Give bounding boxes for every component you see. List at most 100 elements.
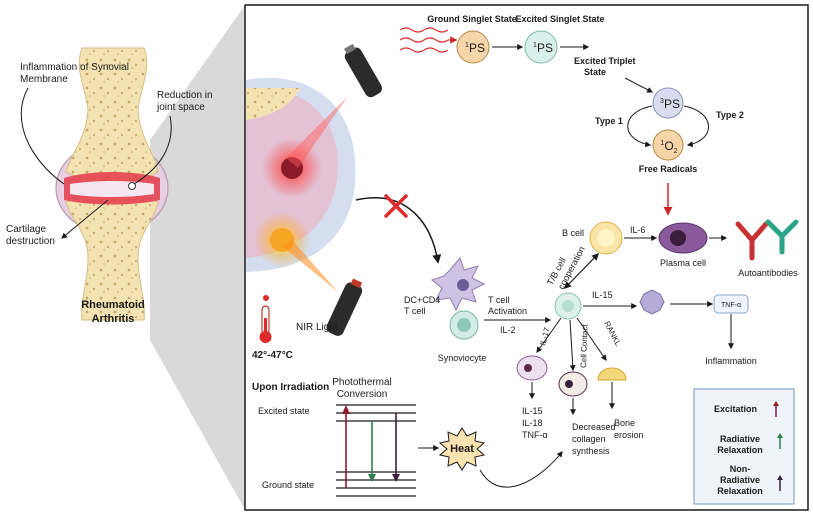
- inflammation-label-line2: Membrane: [20, 74, 68, 85]
- upon-irradiation-label: Upon Irradiation: [252, 382, 329, 393]
- closeup-bone: [246, 88, 300, 120]
- macrophage: [639, 289, 665, 315]
- bone-line2: erosion: [614, 430, 644, 440]
- disease-title-line2: Arthritis: [92, 313, 135, 325]
- legend-nonradiative-line1: Non-: [730, 464, 751, 474]
- legend-radiative-line1: Radiative: [720, 434, 760, 444]
- cartilage-label-line2: destruction: [6, 236, 55, 247]
- inflammation-pointer: [20, 87, 65, 185]
- dendritic-cell: [430, 256, 486, 312]
- inflammation-label: Inflammation: [705, 356, 757, 366]
- ground-state-label: Ground state: [262, 480, 314, 490]
- bone-line1: Bone: [614, 418, 635, 428]
- cartilage-label-line1: Cartilage: [6, 224, 46, 235]
- inflammation-label-line1: Inflammation of Synovial: [20, 62, 129, 73]
- energy-levels: [336, 404, 416, 497]
- singlet-oxygen-text: 1O2: [660, 139, 677, 155]
- dc-cd4-line2: T cell: [404, 306, 425, 316]
- nir-laser-device: [326, 278, 363, 336]
- cytokine-2: IL-18: [522, 418, 543, 428]
- cartilage-pointer: [61, 199, 109, 239]
- osteoclast-cell: [597, 367, 627, 381]
- type2-arrow: [683, 105, 709, 148]
- excited-triplet-line2: State: [584, 67, 606, 77]
- pdt-nanoparticle: [281, 157, 303, 179]
- cytokine-1: IL-15: [522, 406, 543, 416]
- il2-label: IL-2: [500, 325, 516, 335]
- type2-label: Type 2: [716, 110, 744, 120]
- collagen-line1: Decreased: [572, 422, 616, 432]
- joint-labels: Inflammation of Synovial Membrane Reduct…: [6, 62, 213, 325]
- excitation-head: [342, 405, 350, 414]
- pdt-laser-beam: [286, 96, 348, 168]
- green-antibody: [765, 219, 799, 255]
- tb-cooperation-arrow: [563, 252, 600, 290]
- synoviocyte-nucleus: [457, 318, 471, 332]
- nonradiative-head: [392, 474, 400, 482]
- legend-excitation-head: [773, 401, 779, 406]
- legend-nonradiative-head: [777, 475, 783, 480]
- heat-label: Heat: [450, 443, 474, 455]
- triplet-ps: [652, 87, 684, 119]
- reduction-pointer: [133, 115, 172, 185]
- plasma-cell-nucleus: [670, 230, 686, 246]
- excited-triplet-line1: Excited Triplet: [574, 56, 636, 66]
- excited-singlet-label: Excited Singlet State: [515, 14, 604, 24]
- b-cell-nucleus: [597, 229, 615, 247]
- conversion-line2: Conversion: [337, 389, 388, 400]
- collagen-line2: collagen: [572, 434, 606, 444]
- type1-label: Type 1: [595, 116, 623, 126]
- temperature-label: 42°-47°C: [252, 350, 293, 361]
- disease-title-line1: Rheumatoid: [81, 299, 145, 311]
- plasma-cell-label: Plasma cell: [660, 258, 706, 268]
- rankl-arrow: [576, 317, 607, 361]
- cell-contact-arrow: [569, 319, 576, 372]
- reduction-label-line2: joint space: [156, 102, 205, 113]
- pdt-laser-device: [344, 43, 382, 98]
- singlet-oxygen: [652, 129, 684, 161]
- legend-radiative-line2: Relaxation: [717, 445, 763, 455]
- excited-singlet-ps: [524, 30, 558, 64]
- heat-to-collagen-arrow: [479, 451, 563, 488]
- excited-state-label: Excited state: [258, 406, 310, 416]
- th17-nucleus: [524, 364, 532, 372]
- ground-singlet-label: Ground Singlet State: [427, 14, 517, 24]
- zoom-cone: [150, 5, 245, 510]
- cytokine-3: TNF-α: [522, 430, 548, 440]
- nir-light-label: NIR Light: [296, 322, 338, 333]
- light-waves: [399, 27, 449, 53]
- cell-activation-arrow: [355, 197, 442, 264]
- thermometer-icon: [259, 295, 272, 343]
- blocked-cross: [384, 194, 408, 218]
- red-antibody: [735, 221, 769, 261]
- legend-excitation: Excitation: [714, 404, 757, 414]
- triplet-ps-text: 3PS: [660, 97, 680, 111]
- legend-nonradiative-line2: Radiative: [720, 475, 760, 485]
- collagen-line3: synthesis: [572, 446, 610, 456]
- free-radicals-label: Free Radicals: [639, 164, 698, 174]
- ground-ps-text: 1PS: [465, 41, 485, 55]
- autoantibodies-label: Autoantibodies: [738, 268, 798, 278]
- excited-ps-text: 1PS: [533, 41, 553, 55]
- conversion-line1: Photothermal: [332, 377, 391, 388]
- il6-label: IL-6: [630, 225, 646, 235]
- synoviocyte-label: Synoviocyte: [438, 353, 487, 363]
- dc-cd4-line1: DC+CD4: [404, 295, 440, 305]
- legend-nonradiative-line3: Relaxation: [717, 486, 763, 496]
- type1-arrow: [627, 105, 653, 148]
- tnfa-box: [713, 294, 749, 314]
- joint-space-marker: [128, 182, 136, 190]
- cartilage-layer: [70, 181, 154, 197]
- radiative-head: [368, 474, 376, 482]
- t-activation-line2: Activation: [488, 306, 527, 316]
- legend-box: [693, 388, 795, 505]
- t-activation-line1: T cell: [488, 295, 509, 305]
- b-cell-label: B cell: [562, 228, 584, 238]
- joint-illustration: [55, 5, 245, 510]
- nir-laser-beam: [282, 240, 338, 292]
- cell-contact-label: Cell Contact: [579, 323, 590, 368]
- joint-closeup: [246, 43, 382, 336]
- il17-arrow: [536, 317, 562, 353]
- il15-label: IL-15: [592, 290, 613, 300]
